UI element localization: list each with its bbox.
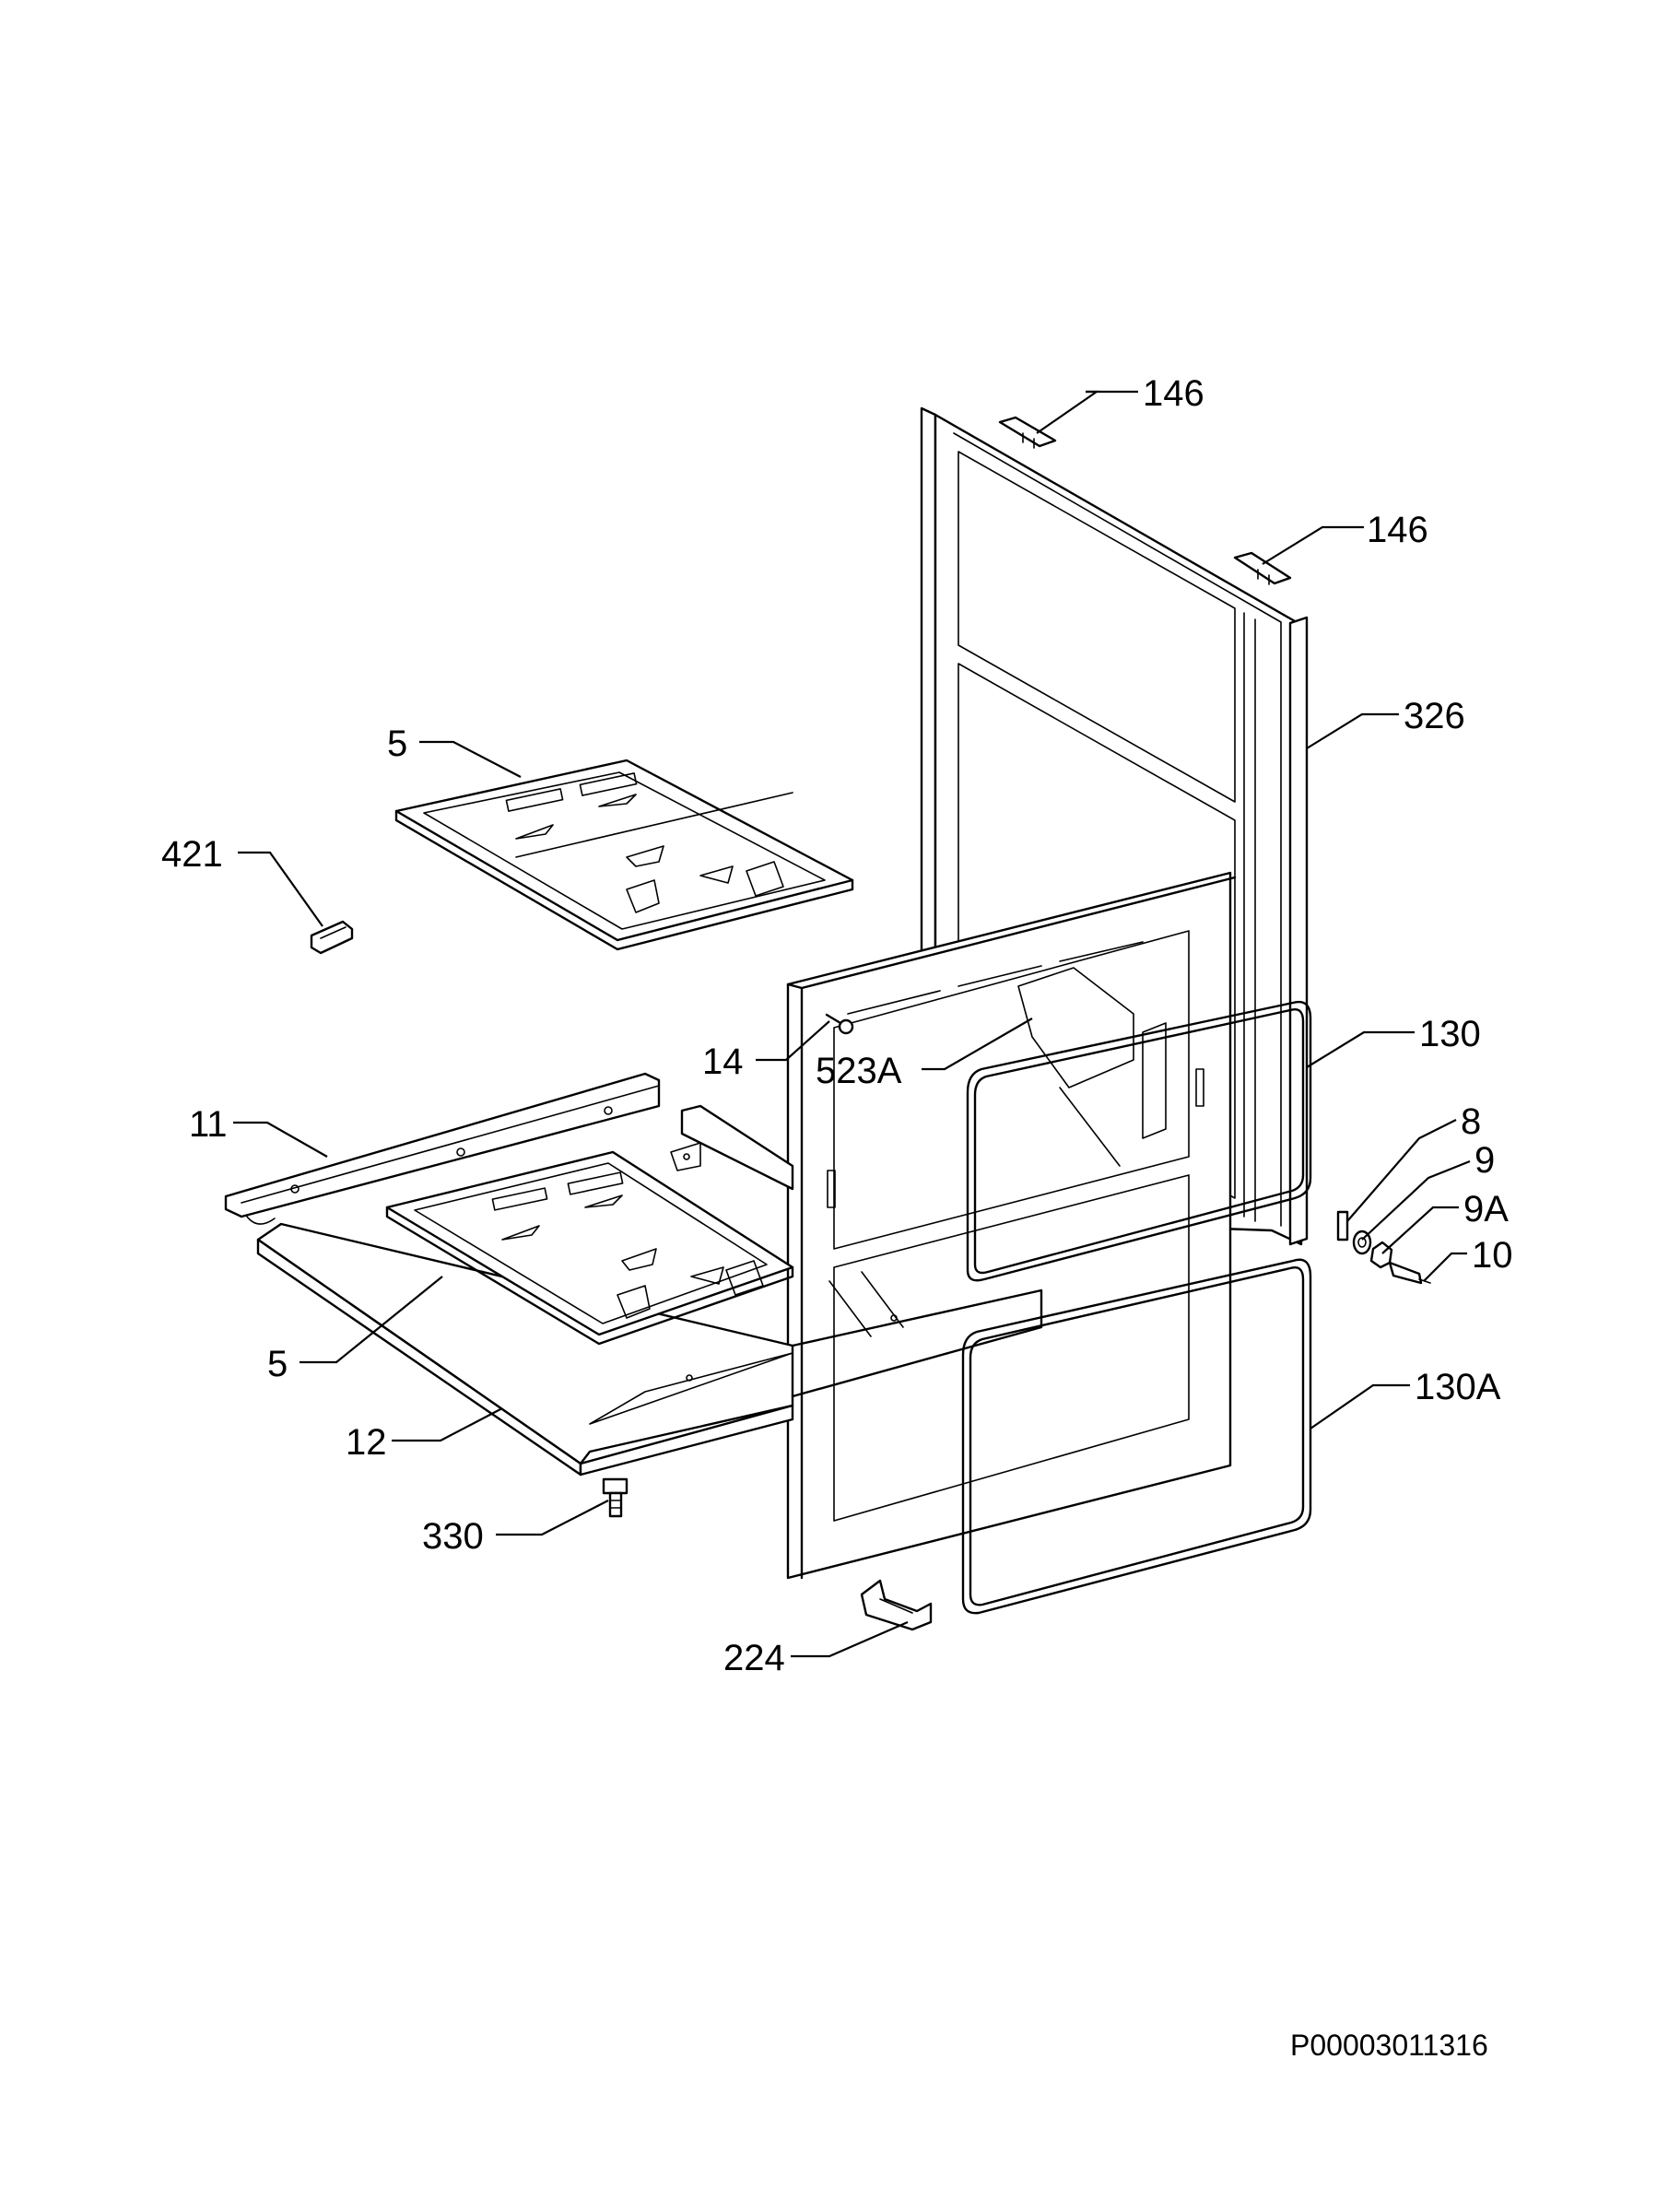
hinge-bracket-146-top <box>998 416 1057 449</box>
callout-421: 421 <box>161 834 223 875</box>
callout-5-lower: 5 <box>267 1344 288 1384</box>
callout-14: 14 <box>702 1041 744 1082</box>
bottom-tray-12 <box>256 1222 1043 1477</box>
callout-12: 12 <box>346 1422 387 1463</box>
callout-146-top: 146 <box>1143 373 1204 414</box>
leader-lines <box>233 390 1471 1658</box>
callout-130a: 130A <box>1415 1367 1501 1407</box>
shelf-5-upper <box>394 759 854 951</box>
callout-224: 224 <box>723 1638 785 1678</box>
hinge-224 <box>860 1579 933 1631</box>
seal-130 <box>966 1000 1312 1282</box>
foot-330 <box>602 1477 629 1518</box>
callout-523a: 523A <box>816 1051 902 1091</box>
callout-10: 10 <box>1472 1235 1513 1276</box>
callout-9a: 9A <box>1463 1189 1509 1230</box>
callout-146-right: 146 <box>1367 510 1428 550</box>
front-frame <box>786 871 1237 1580</box>
callout-130: 130 <box>1419 1014 1481 1054</box>
callout-5-upper: 5 <box>387 724 407 764</box>
nut-9a <box>1369 1241 1393 1269</box>
side-rail <box>670 1104 794 1191</box>
callout-labels: 146 146 326 5 421 130 14 523A 8 9 9A 10 … <box>161 373 1513 1678</box>
part-8 <box>1336 1210 1349 1241</box>
callout-9: 9 <box>1474 1140 1495 1181</box>
callout-11: 11 <box>189 1104 228 1145</box>
callout-326: 326 <box>1404 696 1465 736</box>
rail-11 <box>224 1072 661 1225</box>
callout-8: 8 <box>1461 1101 1481 1142</box>
hinge-bracket-146-right <box>1233 551 1292 585</box>
handle-piece-421 <box>310 920 354 955</box>
drawing-code: P00003011316 <box>1290 2029 1488 2062</box>
screw-14 <box>825 1013 854 1035</box>
shelf-5-lower <box>385 1150 794 1346</box>
callout-330: 330 <box>422 1516 484 1557</box>
